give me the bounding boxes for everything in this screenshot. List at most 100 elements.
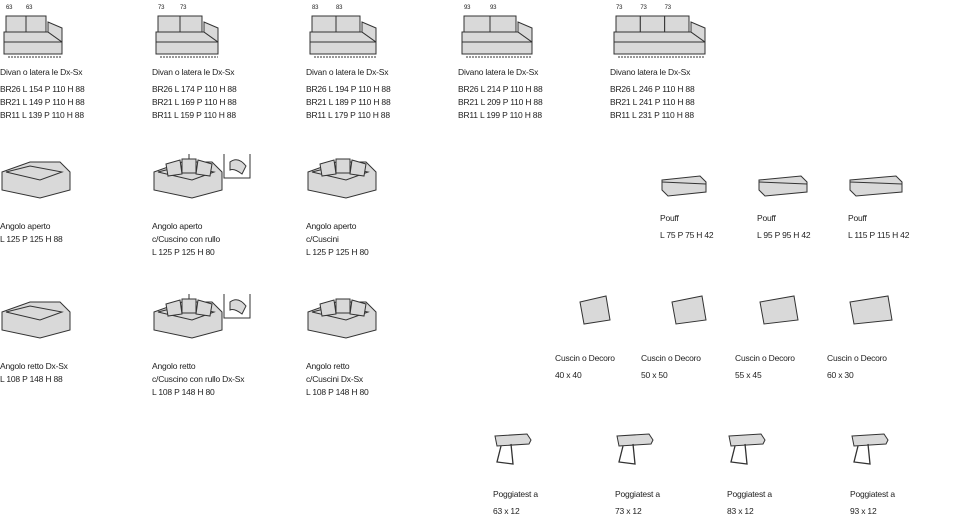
headrest-dimensions: 63 x 12 bbox=[493, 506, 520, 516]
cushion-name: Cuscin o Decoro bbox=[555, 353, 615, 363]
corner-module: Angolo aperto c/Cuscino con rullo L 125 P … bbox=[152, 152, 252, 259]
corner-module: Angolo aperto L 125 P 125 H 88 bbox=[0, 152, 100, 246]
pouff-dimensions: L 115 P 115 H 42 bbox=[848, 230, 910, 240]
module-dimensions: BR21 L 189 P 110 H 88 bbox=[306, 97, 391, 107]
decorative-cushion: Cuscin o Decoro 40 x 40 bbox=[555, 292, 635, 382]
module-name: Angolo retto bbox=[152, 361, 196, 371]
sofa-drawing bbox=[461, 15, 533, 58]
module-name: Angolo aperto bbox=[0, 221, 51, 231]
module-name: Angolo retto bbox=[306, 361, 350, 371]
module-dimensions: BR26 L 214 P 110 H 88 bbox=[458, 84, 543, 94]
module-dimensions: BR11 L 199 P 110 H 88 bbox=[458, 110, 542, 120]
corner-drawing bbox=[307, 298, 377, 339]
module-dimensions: BR11 L 159 P 110 H 88 bbox=[152, 110, 236, 120]
module-name: c/Cuscino con rullo Dx-Sx bbox=[152, 374, 245, 384]
module-name: Angolo aperto bbox=[152, 221, 203, 231]
pouff-drawing bbox=[849, 175, 903, 197]
headrest-drawing bbox=[616, 433, 654, 465]
pouff-dimensions: L 75 P 75 H 42 bbox=[660, 230, 714, 240]
module-dimensions: BR11 L 179 P 110 H 88 bbox=[306, 110, 390, 120]
module-dimensions: L 108 P 148 H 80 bbox=[152, 387, 215, 397]
seat-width-label: 93 bbox=[490, 5, 497, 11]
module-dimensions: L 125 P 125 H 88 bbox=[0, 234, 63, 244]
module-dimensions: L 125 P 125 H 80 bbox=[152, 247, 215, 257]
module-name: Divano latera le Dx-Sx bbox=[458, 67, 539, 77]
module-dimensions: L 108 P 148 H 88 bbox=[0, 374, 63, 384]
decorative-cushion: Cuscin o Decoro 50 x 50 bbox=[641, 292, 721, 382]
module-name: Angolo retto Dx-Sx bbox=[0, 361, 68, 371]
headrest-drawing bbox=[851, 433, 889, 465]
headrest-drawing bbox=[728, 433, 766, 465]
pouff: Pouff L 115 P 115 H 42 bbox=[848, 172, 909, 242]
corner-drawing bbox=[153, 154, 251, 199]
cushion-name: Cuscin o Decoro bbox=[735, 353, 795, 363]
module-name: Divan o latera le Dx-Sx bbox=[0, 67, 83, 77]
seat-width-label: 93 bbox=[464, 5, 471, 11]
seat-width-label: 63 bbox=[6, 5, 13, 11]
headrest-dimensions: 93 x 12 bbox=[850, 506, 877, 516]
module-name: Divan o latera le Dx-Sx bbox=[152, 67, 235, 77]
seat-width-label: 73 bbox=[664, 5, 671, 11]
headrest-name: Poggiatest a bbox=[850, 489, 895, 499]
corner-drawing bbox=[307, 158, 377, 199]
sofa-drawing bbox=[155, 15, 219, 58]
corner-drawing bbox=[1, 301, 71, 339]
cushion-name: Cuscin o Decoro bbox=[641, 353, 701, 363]
corner-module: Angolo retto Dx-Sx L 108 P 148 H 88 bbox=[0, 292, 100, 386]
module-dimensions: BR26 L 194 P 110 H 88 bbox=[306, 84, 391, 94]
cushion-drawing bbox=[579, 295, 611, 325]
module-dimensions: BR21 L 241 P 110 H 88 bbox=[610, 97, 695, 107]
module-dimensions: BR21 L 149 P 110 H 88 bbox=[0, 97, 85, 107]
sofa-drawing bbox=[309, 15, 377, 58]
corner-drawing bbox=[153, 294, 251, 339]
headrest-name: Poggiatest a bbox=[727, 489, 772, 499]
module-dimensions: BR26 L 154 P 110 H 88 bbox=[0, 84, 85, 94]
cushion-dimensions: 55 x 45 bbox=[735, 370, 762, 380]
module-dimensions: BR26 L 246 P 110 H 88 bbox=[610, 84, 695, 94]
module-name: c/Cuscini Dx-Sx bbox=[306, 374, 363, 384]
headrest-name: Poggiatest a bbox=[493, 489, 538, 499]
seat-width-label: 83 bbox=[312, 5, 319, 11]
headrest-dimensions: 83 x 12 bbox=[727, 506, 754, 516]
headrest-drawing bbox=[494, 433, 532, 465]
decorative-cushion: Cuscin o Decoro 60 x 30 bbox=[827, 292, 907, 382]
cushion-dimensions: 60 x 30 bbox=[827, 370, 854, 380]
seat-width-label: 73 bbox=[180, 5, 187, 11]
pouff-name: Pouff bbox=[848, 213, 867, 223]
module-name: c/Cuscini bbox=[306, 234, 339, 244]
sofa-drawing bbox=[3, 15, 63, 58]
corner-module: Angolo retto c/Cuscino con rullo Dx-Sx L 1… bbox=[152, 292, 252, 399]
seat-width-label: 73 bbox=[158, 5, 165, 11]
pouff-drawing bbox=[758, 175, 808, 197]
module-dimensions: BR21 L 169 P 110 H 88 bbox=[152, 97, 237, 107]
module-dimensions: BR21 L 209 P 110 H 88 bbox=[458, 97, 543, 107]
cushion-dimensions: 50 x 50 bbox=[641, 370, 668, 380]
cushion-drawing bbox=[759, 295, 799, 325]
seat-width-label: 83 bbox=[336, 5, 343, 11]
pouff-name: Pouff bbox=[757, 213, 776, 223]
module-name: Divan o latera le Dx-Sx bbox=[306, 67, 389, 77]
module-name: Angolo aperto bbox=[306, 221, 357, 231]
headrest: Poggiatest a 63 x 12 bbox=[493, 428, 543, 518]
cushion-dimensions: 40 x 40 bbox=[555, 370, 582, 380]
headrest: Poggiatest a 83 x 12 bbox=[727, 428, 777, 518]
module-dimensions: BR11 L 231 P 110 H 88 bbox=[610, 110, 694, 120]
module-dimensions: BR11 L 139 P 110 H 88 bbox=[0, 110, 84, 120]
headrest-dimensions: 73 x 12 bbox=[615, 506, 642, 516]
sofa-drawing bbox=[613, 15, 706, 58]
module-name: c/Cuscino con rullo bbox=[152, 234, 221, 244]
seat-width-label: 73 bbox=[616, 5, 623, 11]
cushion-name: Cuscin o Decoro bbox=[827, 353, 887, 363]
seat-width-label: 63 bbox=[26, 5, 33, 11]
headrest: Poggiatest a 93 x 12 bbox=[850, 428, 900, 518]
